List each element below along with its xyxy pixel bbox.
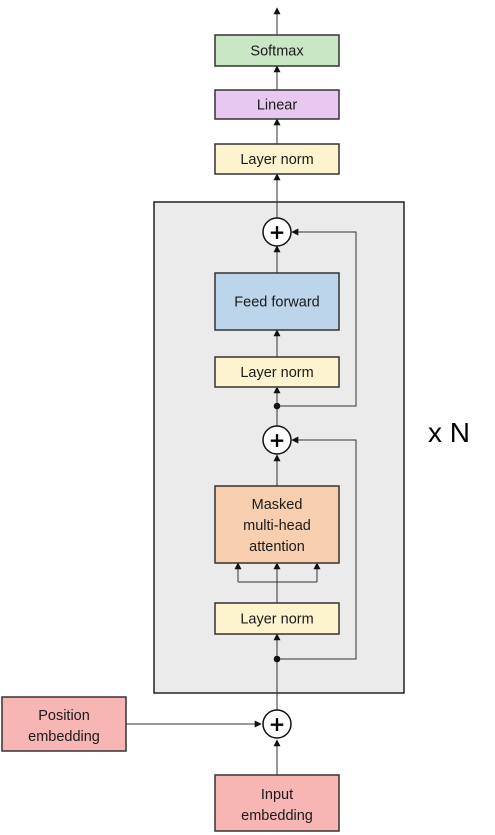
attention-label-line-2: multi-head [243, 518, 311, 534]
connectors [126, 7, 357, 775]
ff-layer-norm-block: Layer norm [214, 356, 340, 388]
attn-layer-norm-block: Layer norm [214, 602, 340, 635]
position-embedding-block: Position embedding [1, 696, 127, 752]
softmax-label: Softmax [250, 44, 304, 60]
plus-icon: + [269, 428, 286, 452]
attention-block: Masked multi-head attention [214, 485, 340, 564]
input-embedding-label-line-2: embedding [241, 808, 313, 824]
final-layer-norm-label: Layer norm [240, 152, 313, 168]
position-embedding-label-line-1: Position [38, 708, 90, 724]
add-node-bottom: + [262, 709, 292, 739]
softmax-block: Softmax [214, 34, 340, 67]
add-node-top: + [262, 217, 292, 247]
input-embedding-block: Input embedding [214, 774, 340, 832]
linear-label: Linear [257, 98, 297, 114]
plus-icon: + [269, 220, 286, 244]
branch-dot-lower [273, 655, 281, 663]
branch-dot-upper [273, 402, 281, 410]
residual-1-line [277, 436, 357, 660]
attention-label-line-3: attention [249, 539, 305, 555]
position-embedding-label-line-2: embedding [28, 729, 100, 745]
add-node-middle: + [262, 425, 292, 455]
attn-layer-norm-label: Layer norm [240, 612, 313, 628]
linear-block: Linear [214, 89, 340, 120]
plus-icon: + [269, 712, 286, 736]
repeat-count-label: x N [428, 417, 470, 448]
final-layer-norm-block: Layer norm [214, 143, 340, 175]
feed-forward-label: Feed forward [234, 295, 319, 311]
ff-layer-norm-label: Layer norm [240, 365, 313, 381]
input-embedding-label-line-1: Input [261, 787, 293, 803]
residual-2-line [277, 228, 357, 407]
attention-label-line-1: Masked [252, 497, 303, 513]
feed-forward-block: Feed forward [214, 272, 340, 331]
